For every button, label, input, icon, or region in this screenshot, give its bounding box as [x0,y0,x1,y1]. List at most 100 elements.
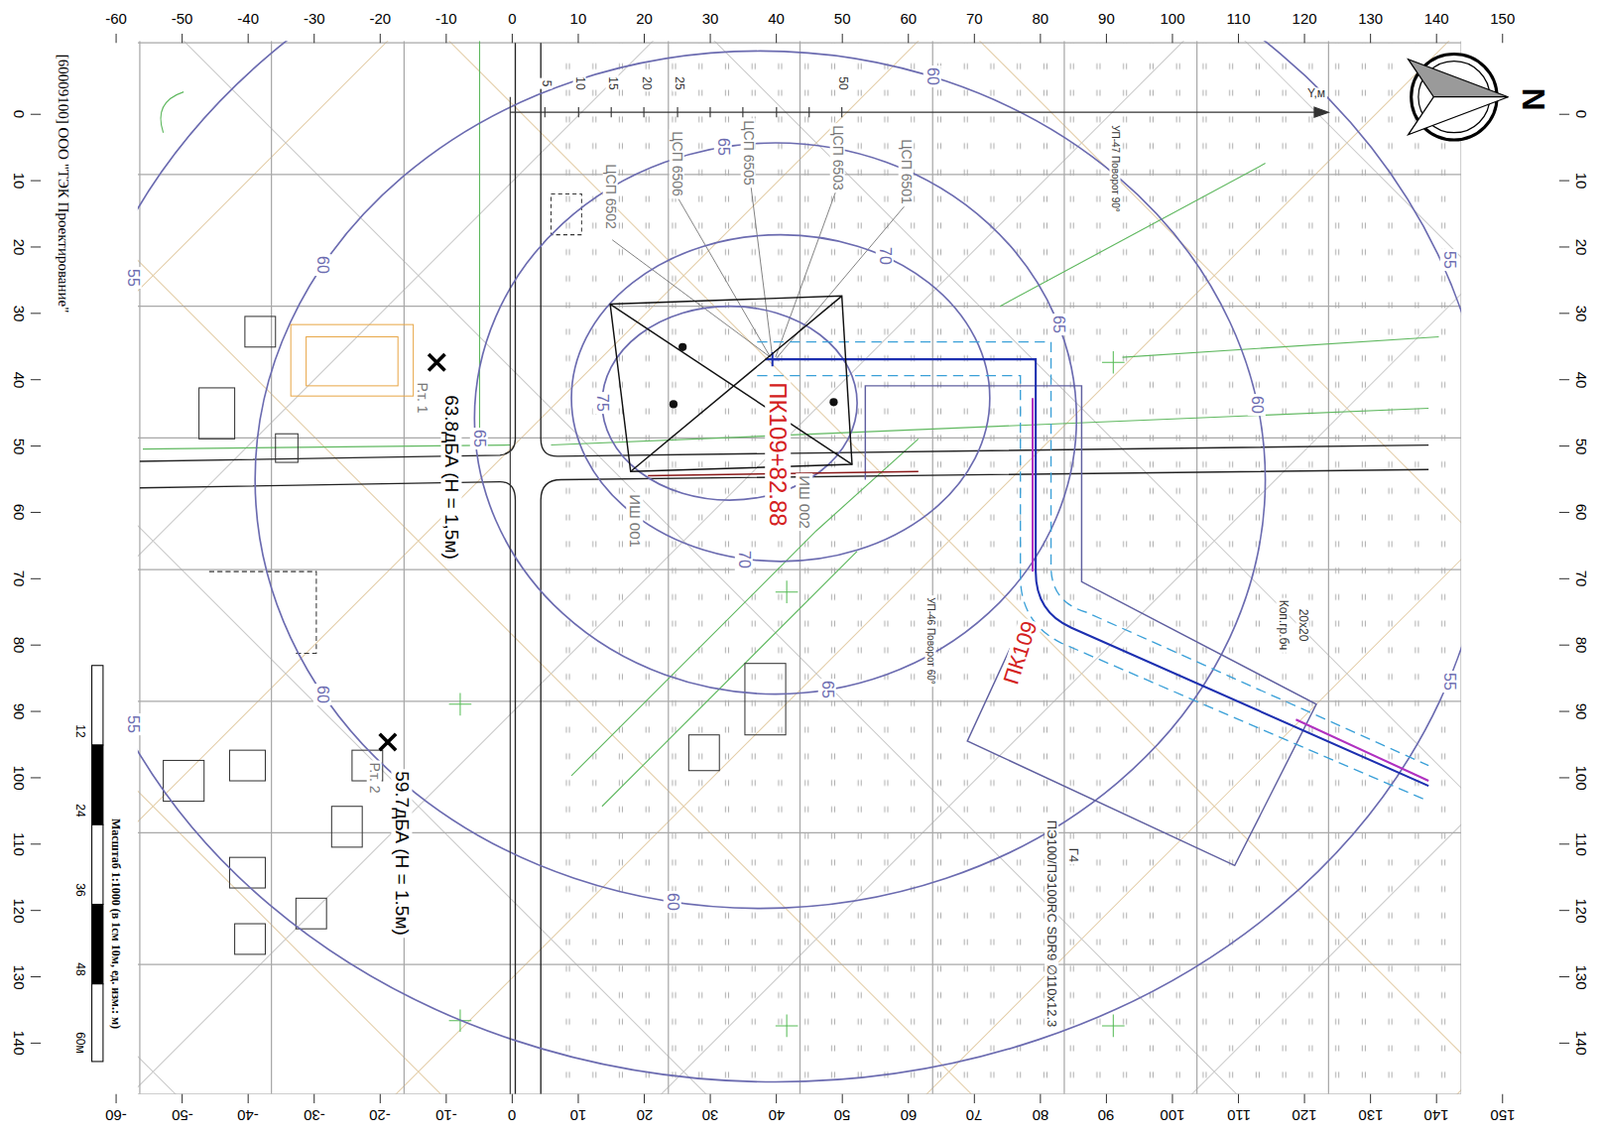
axis-name: Y,м [1305,87,1328,101]
axis-tick [577,1094,579,1104]
map-line [530,40,1462,1095]
axis-tick [30,114,41,116]
map-line [775,204,907,360]
map-path [139,482,516,1095]
axis-tick [1369,1094,1371,1104]
axis-tick [974,33,976,43]
axis-tick [1559,246,1570,247]
map-rect [92,903,104,984]
axis-tick [30,445,41,447]
contour-level: 55 [123,714,142,737]
scale-value: 48 [73,963,87,977]
map-ellipse [571,235,990,562]
axis-value: 90 [9,703,27,721]
scale-caption: Масштаб 1:1000 (в 1см 10м, ед. изм.: м) [109,818,123,1029]
map-line [142,40,1367,1095]
map-rect [245,316,276,348]
axis-value: -50 [171,1107,194,1124]
axis-value: 140 [9,1030,27,1056]
inner-axis-value: 5 [539,78,553,90]
axis-value: 60 [9,503,27,521]
picket-label: ПК109+82.88 [764,379,791,528]
axis-value: 140 [1424,1107,1450,1124]
contour-level: 55 [1440,248,1459,271]
inner-axis-value: 10 [573,75,587,93]
map-line [673,40,1462,1095]
map-line [137,305,1462,307]
map-ellipse [137,40,1462,1082]
section-label: ЦСП 6505 [739,119,755,189]
axis-value: 80 [9,636,27,654]
measure-points [379,354,446,750]
axis-tick [842,33,844,43]
axis-value: -10 [435,1107,458,1124]
scale-value: 60м [73,1032,87,1055]
map-path [756,375,1429,802]
axis-value: -40 [237,1107,259,1124]
contour-level: 60 [923,65,942,88]
axis-tick [247,33,249,43]
map-line [630,295,843,472]
map-line [1063,40,1065,1095]
axis-tick [1436,33,1438,43]
map-rect [92,824,104,904]
axis-value: 60 [899,1107,917,1124]
map-path [1122,336,1440,358]
axis-value: 40 [9,370,27,388]
work-area-outline [864,385,1317,866]
north-letter: N [1515,87,1551,111]
contour-level: 70 [735,548,753,571]
map-path [479,40,481,439]
map-rect [550,193,582,235]
axis-value: -10 [435,9,458,27]
axis-value: -40 [237,9,259,27]
map-line [137,40,838,1095]
map-path [428,354,445,370]
axis-tick [30,378,41,380]
axis-tick [1237,33,1239,43]
axis-tick [1559,644,1570,646]
map-line [932,40,934,1095]
map-path [379,734,396,750]
axis-value: 0 [9,110,27,119]
axis-value: -60 [105,9,127,27]
axis-tick [842,1094,844,1104]
axis-tick [379,1094,381,1104]
pipe-spec: ПЭ100/ПЭ100RC SDR9 ∅110x12.3 [1043,818,1058,1030]
axis-value: 70 [966,1107,984,1124]
axis-tick [1501,1094,1503,1104]
map-line [137,832,1462,834]
axis-value: 40 [767,9,785,27]
axis-tick [30,180,41,182]
axis-tick [1106,33,1108,43]
axis-tick [907,1094,909,1104]
axis-tick [1304,33,1306,43]
map-path [1031,397,1034,572]
map-path [540,42,1429,457]
axis-value: 70 [966,9,984,27]
map-line [1326,40,1462,1095]
map-rect [92,744,104,825]
axis-tick [643,33,645,43]
point-name: Р.т. 2 [366,759,381,795]
map-line [799,40,801,1095]
axis-tick [30,776,41,778]
axis-tick [643,1094,645,1104]
axis-tick [1559,976,1570,978]
axis-tick [1559,776,1570,778]
axis-tick [445,33,447,43]
contour-level: 65 [818,679,837,702]
map-line [749,178,773,358]
map-rect [275,433,299,463]
contour-level: 55 [1440,670,1459,693]
contour-level: 75 [593,391,612,414]
axis-value: 110 [9,832,27,857]
north-arrow [1408,54,1509,140]
map-line [137,40,1103,1095]
map-polygon [1408,97,1509,135]
map-path [1102,351,1125,374]
axis-value: 30 [702,1107,720,1124]
houses [163,193,787,954]
axis-tick [1559,909,1570,911]
inner-axis-value: 15 [606,75,619,93]
